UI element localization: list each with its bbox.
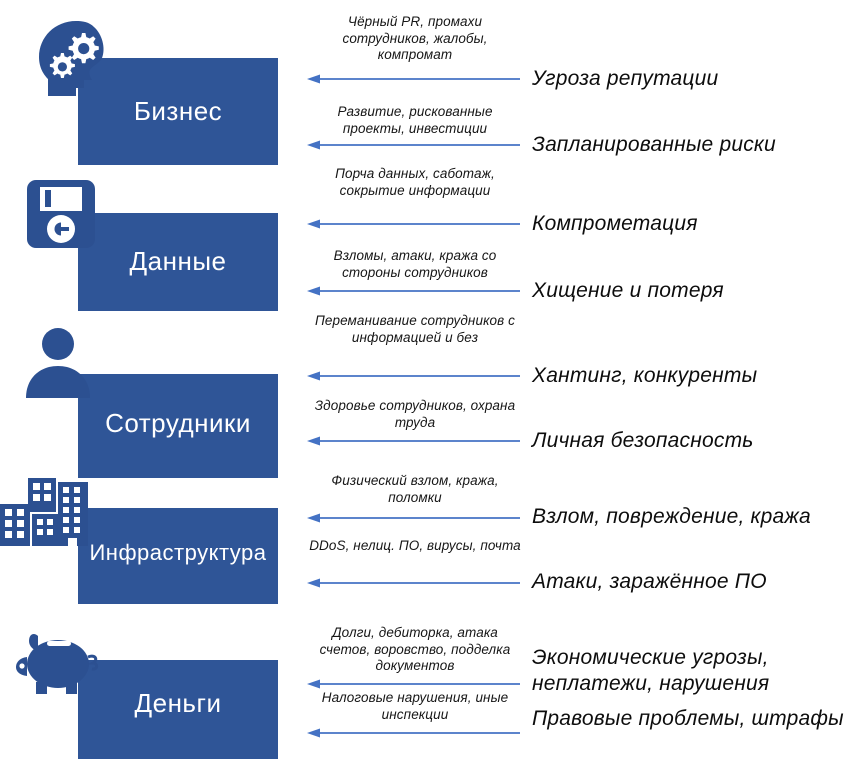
threat-outcome-text: Угроза репутации [532, 67, 719, 90]
arrow-left-icon [307, 140, 520, 150]
threat-outcome-text: Взлом, повреждение, кража [532, 505, 811, 528]
threat-row-data-2: Взломы, атаки, кража со стороны сотрудни… [300, 248, 852, 308]
threat-row-business-2: Развитие, рискованные проекты, инвестици… [300, 104, 852, 164]
category-box-money[interactable] [78, 660, 278, 759]
threat-source-text: Долги, дебиторка, атака счетов, воровств… [319, 625, 511, 673]
person-icon [22, 326, 94, 404]
threat-outcome-text: Хантинг, конкуренты [532, 364, 758, 387]
category-group-business: Бизнес [0, 0, 300, 170]
arrow-left-icon [307, 679, 520, 689]
piggy-bank-icon [14, 630, 106, 702]
category-label-business: Бизнес [133, 96, 223, 126]
buildings-icon [0, 478, 100, 546]
threat-row-infrastructure-2: DDoS, нелиц. ПО, вирусы, почта Атаки, за… [300, 538, 852, 598]
category-group-infrastructure: Инфраструктура [0, 470, 300, 630]
category-group-data: Данные [0, 170, 300, 320]
threat-source-text: DDoS, нелиц. ПО, вирусы, почта [309, 538, 521, 553]
threat-row-infrastructure-1: Физический взлом, кража, поломки Взлом, … [300, 473, 852, 533]
threat-source-text: Налоговые нарушения, иные инспекции [321, 690, 509, 722]
threat-source-text: Развитие, рискованные проекты, инвестици… [337, 104, 493, 136]
category-group-staff: Сотрудники [0, 320, 300, 480]
arrow-left-icon [307, 74, 520, 84]
category-box-infrastructure[interactable] [78, 508, 278, 604]
threat-outcome-text: Запланированные риски [532, 133, 776, 156]
category-box-staff[interactable] [78, 374, 278, 478]
threat-source-text: Здоровье сотрудников, охрана труда [314, 398, 516, 430]
category-box-business[interactable] [78, 58, 278, 165]
arrow-left-icon [307, 578, 520, 588]
category-label-data: Данные [129, 246, 227, 276]
threat-outcome-text: Экономические угрозы, неплатежи, нарушен… [532, 646, 770, 695]
category-label-money: Деньги [134, 688, 222, 718]
threat-outcome-text: Личная безопасность [532, 429, 754, 452]
threat-outcome-text: Хищение и потеря [532, 279, 724, 302]
threat-row-money-2: Налоговые нарушения, иные инспекции Прав… [300, 690, 852, 759]
arrow-left-icon [307, 371, 520, 381]
category-label-infrastructure: Инфраструктура [89, 540, 267, 565]
threat-source-text: Взломы, атаки, кража со стороны сотрудни… [333, 248, 497, 280]
category-label-staff: Сотрудники [105, 408, 251, 438]
threat-row-data-1: Порча данных, саботаж, сокрытие информац… [300, 166, 852, 235]
arrow-left-icon [307, 513, 520, 523]
category-group-money: Деньги [0, 620, 300, 759]
threat-outcome-text: Правовые проблемы, штрафы [532, 707, 844, 730]
threat-source-text: Порча данных, саботаж, сокрытие информац… [335, 166, 495, 198]
arrow-left-icon [307, 219, 520, 229]
arrow-left-icon [307, 286, 520, 296]
arrow-left-icon [307, 728, 520, 738]
threat-row-staff-2: Здоровье сотрудников, охрана труда Лична… [300, 398, 852, 458]
threat-source-text: Переманивание сотрудников с информацией … [315, 313, 515, 345]
threat-outcome-text: Компрометация [532, 212, 698, 235]
threat-source-text: Чёрный PR, промахи сотрудников, жалобы, … [342, 14, 488, 62]
threat-row-staff-1: Переманивание сотрудников с информацией … [300, 313, 852, 389]
floppy-disk-icon [25, 178, 97, 250]
threat-source-text: Физический взлом, кража, поломки [331, 473, 499, 505]
threat-row-business-1: Чёрный PR, промахи сотрудников, жалобы, … [300, 14, 852, 90]
threat-row-money-1: Долги, дебиторка, атака счетов, воровств… [300, 625, 852, 695]
arrow-left-icon [307, 436, 520, 446]
threat-outcome-text: Атаки, заражённое ПО [532, 570, 767, 593]
head-gears-icon [30, 18, 120, 108]
category-box-data[interactable] [78, 213, 278, 311]
